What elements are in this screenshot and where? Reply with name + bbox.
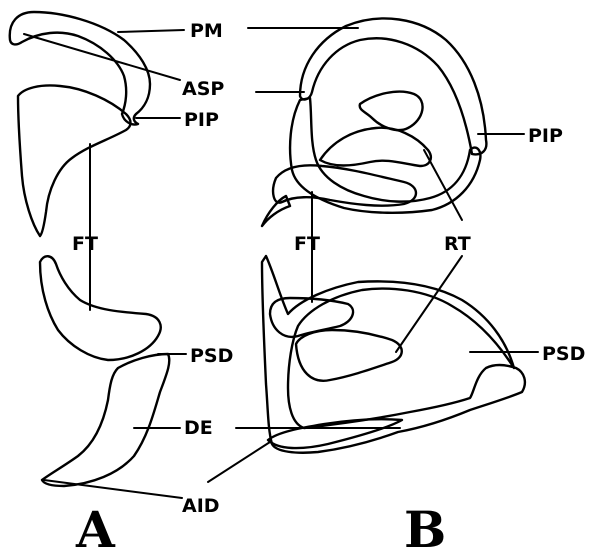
label-de: DE (184, 417, 213, 439)
premaxilla-a (8, 10, 152, 126)
maxilla-b (288, 96, 482, 214)
rostral-tooth-2 (318, 126, 432, 168)
fang-tooth-lower (268, 296, 355, 339)
hook-b-upper (260, 194, 292, 228)
lower-tooth (294, 328, 403, 382)
leader-pm-a (117, 29, 185, 33)
rostral-tooth-1 (358, 90, 424, 132)
panel-label-b: B (404, 500, 446, 553)
premaxilla-b (298, 17, 488, 156)
panel-b-drawing (260, 17, 527, 454)
label-asp: ASP (182, 78, 224, 100)
leader-lines (23, 27, 539, 499)
leader-rt-upper (423, 149, 463, 221)
label-pm: PM (190, 20, 223, 42)
panel-a-drawing (8, 10, 171, 488)
label-pip-b: PIP (528, 125, 563, 147)
fang-tooth-upper (271, 164, 418, 207)
label-aid: AID (182, 495, 220, 517)
leader-aid-a (43, 479, 183, 499)
label-ft-a: FT (72, 233, 98, 255)
labels: PM ASP PIP PIP FT FT RT PSD PSD DE AID A… (72, 20, 585, 553)
dentary-b (260, 254, 527, 454)
leader-asp-a (23, 33, 181, 81)
label-psd-b: PSD (542, 343, 585, 365)
leader-rt-lower (395, 255, 463, 353)
dentary-tip-b (266, 418, 404, 450)
label-psd-a: PSD (190, 345, 233, 367)
leader-aid-b (207, 441, 271, 483)
panel-label-a: A (75, 500, 116, 553)
dentary-a (40, 352, 171, 488)
label-ft-b: FT (294, 233, 320, 255)
label-rt: RT (444, 233, 471, 255)
label-pip-a: PIP (184, 109, 219, 131)
jaw-element-a (38, 255, 162, 362)
maxilla-a (16, 84, 132, 238)
